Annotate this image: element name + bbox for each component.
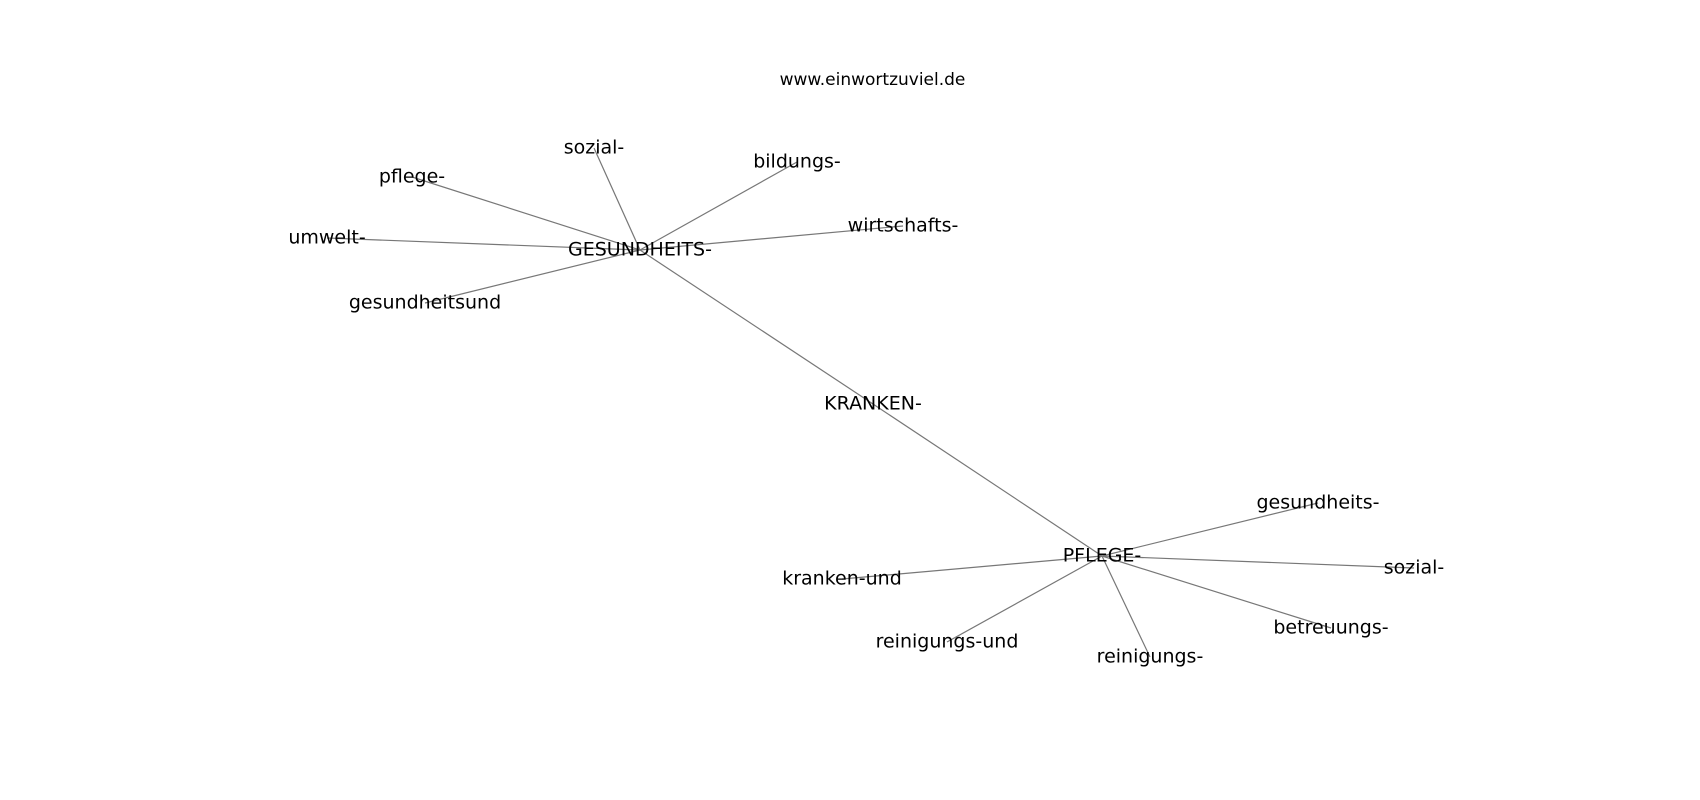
node-label-p-reinigungs: reinigungs- — [1097, 646, 1204, 668]
node-label-p-sozial: sozial- — [1384, 557, 1445, 579]
edge-gesundheits-g_umwelt — [326, 237, 641, 251]
node-label-p-kranken-und: kranken-und — [782, 568, 902, 590]
edge-pflege-p_betreuungs — [1101, 555, 1332, 629]
labels-layer: KRANKEN- GESUNDHEITS- PFLEGE-sozial-pflege… — [288, 137, 1444, 668]
edges-layer — [326, 147, 1415, 658]
site-url: www.einwortzuviel.de — [779, 70, 966, 90]
edge-pflege-p_reinigungs_und — [946, 555, 1103, 643]
node-label-g-umwelt: umwelt- — [288, 227, 365, 249]
node-label-gesundheits: GESUNDHEITS- — [568, 239, 712, 261]
edge-pflege-p_reinigungs — [1101, 555, 1151, 658]
edge-kranken-gesundheits — [639, 249, 874, 405]
edge-pflege-p_gesundheits — [1101, 502, 1319, 557]
node-label-g-wirtschafts: wirtschafts- — [848, 215, 959, 237]
node-label-g-bildungs: bildungs- — [753, 151, 841, 173]
node-label-p-betreuungs: betreuungs- — [1273, 617, 1388, 639]
edge-gesundheits-g_pflege — [411, 176, 641, 251]
node-label-p-reinigungs-und: reinigungs-und — [876, 631, 1019, 653]
node-label-kranken: KRANKEN- — [824, 393, 922, 415]
node-label-p-gesundheits: gesundheits- — [1256, 492, 1379, 514]
node-label-g-gesundheitsund: gesundheitsund — [349, 292, 501, 314]
edge-gesundheits-g_gesundheitsund — [424, 249, 641, 304]
node-label-pflege: PFLEGE- — [1063, 545, 1142, 567]
edge-gesundheits-g_sozial — [593, 147, 641, 251]
edge-pflege-p_kranken_und — [841, 555, 1103, 580]
node-label-g-pflege: pflege- — [379, 166, 445, 188]
edge-gesundheits-g_bildungs — [639, 161, 798, 251]
node-label-g-sozial: sozial- — [564, 137, 625, 159]
edge-pflege-p_sozial — [1101, 555, 1415, 569]
edge-kranken-pflege — [872, 403, 1103, 557]
edge-gesundheits-g_wirtschafts — [639, 225, 904, 251]
